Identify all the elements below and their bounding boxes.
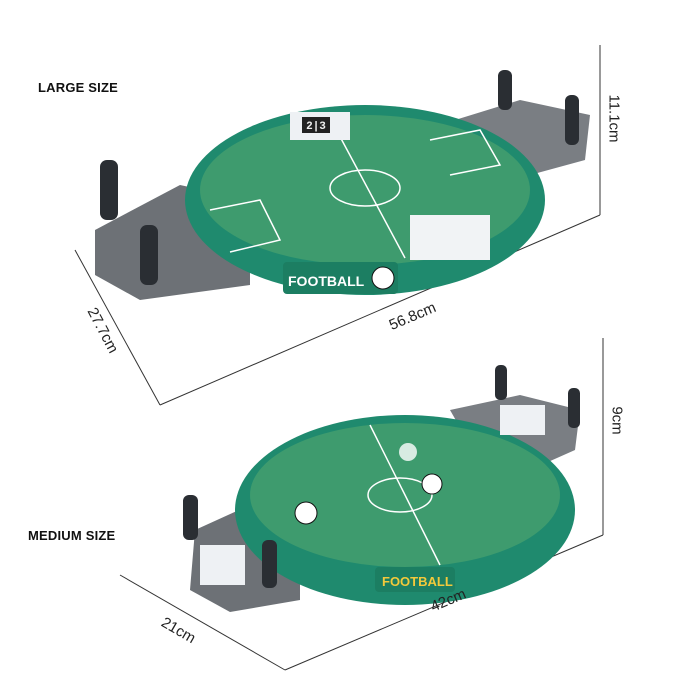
medium-size-label: MEDIUM SIZE [28,528,116,543]
ball-icon [371,266,395,290]
scoreboard-score: 2|3 [306,121,326,133]
scoreboard-display [302,117,330,133]
large-field-lines [209,117,502,259]
medium-height-label: 9cm [608,406,626,435]
large-size-label: LARGE SIZE [38,80,119,95]
large-height-label: 11.1cm [605,94,623,143]
medium-table: FOOTBALL [183,365,580,612]
medium-field-lines [367,424,441,566]
svg-text:FOOTBALL: FOOTBALL [382,574,453,589]
svg-text:FOOTBALL: FOOTBALL [288,273,365,289]
large-table: 2|3 FOOTBALL [95,70,590,300]
